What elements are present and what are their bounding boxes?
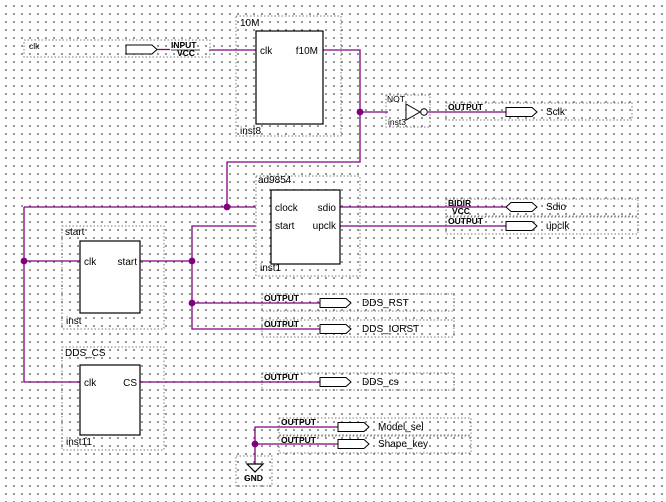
port-upclk-type: OUTPUT [448, 216, 484, 226]
wire-start-to-rst[interactable] [191, 261, 262, 304]
block-10m-pin-clk: clk [260, 46, 273, 57]
block-dds-cs-inst: inst11 [66, 437, 92, 448]
block-dds-cs-body[interactable] [79, 364, 141, 436]
block-dds-cs-outline [61, 346, 165, 451]
port-sdio-vcc: VCC [452, 206, 470, 216]
output-pin-icon [337, 439, 370, 449]
port-dds-iorst-type: OUTPUT [264, 319, 300, 329]
gnd-outline [235, 455, 273, 487]
port-upclk[interactable]: OUTPUT upclk [445, 216, 639, 235]
not-gate-triangle-icon [405, 103, 422, 121]
block-10m-pin-f10m: f10M [296, 46, 318, 57]
port-model-sel-name: Model_sel [378, 422, 424, 433]
junction-dot [251, 440, 259, 448]
port-shape-key-type: OUTPUT [281, 435, 317, 445]
not-gate-type: NOT [387, 94, 405, 104]
port-clk-type: INPUT [171, 40, 197, 50]
block-10m-title: 10M [240, 18, 259, 29]
port-model-sel-type: OUTPUT [281, 417, 317, 427]
port-shape-key[interactable]: OUTPUT Shape_key [278, 435, 472, 454]
not-gate-outline [385, 94, 431, 128]
port-sdio-outline [445, 198, 639, 217]
output-pin-icon [319, 298, 352, 308]
block-ad9854-outline [255, 175, 361, 277]
block-start[interactable]: start clk start inst [61, 225, 165, 330]
port-dds-cs-name: DDS_cs [362, 377, 399, 388]
port-shape-key-outline [278, 435, 472, 454]
block-10m[interactable]: 10M clk f10M inst8 [235, 15, 342, 137]
block-start-outline [61, 225, 165, 330]
junction-dot [223, 203, 231, 211]
port-sclk-type: OUTPUT [448, 102, 484, 112]
port-model-sel[interactable]: OUTPUT Model_sel [278, 417, 472, 436]
wire-clock-distribution[interactable] [226, 112, 361, 207]
block-10m-outline [235, 15, 342, 137]
port-dds-rst-name: DDS_RST [362, 298, 409, 309]
port-sclk-name: Sclk [546, 107, 566, 118]
port-dds-rst-type: OUTPUT [264, 293, 300, 303]
port-dds-iorst[interactable]: OUTPUT DDS_IORST [261, 319, 455, 338]
block-ad9854-pin-clock: clock [275, 203, 299, 214]
block-ad9854[interactable]: ad9854 clock start sdio upclk inst1 [255, 175, 361, 277]
not-gate-inst: inst3 [388, 117, 406, 127]
port-dds-rst[interactable]: OUTPUT DDS_RST [261, 293, 455, 312]
block-10m-body[interactable] [255, 30, 324, 125]
block-ad9854-pin-sdio: sdio [318, 203, 337, 214]
wire-start-to-ad[interactable] [191, 225, 256, 261]
port-sdio[interactable]: BIDIR VCC Sdio [445, 198, 639, 217]
wire-start-to-iorst[interactable] [191, 303, 262, 330]
not-gate[interactable]: NOT inst3 [385, 94, 431, 128]
junction-dot [356, 108, 364, 116]
junctions [20, 108, 364, 448]
port-sclk[interactable]: OUTPUT Sclk [445, 102, 633, 121]
wire-gnd-bus[interactable] [254, 426, 280, 464]
block-10m-inst: inst8 [240, 126, 262, 137]
wire-left-clock-bus[interactable] [23, 207, 80, 383]
block-start-title: start [65, 227, 85, 238]
port-sdio-type: BIDIR [448, 198, 471, 208]
gnd-label: GND [244, 473, 263, 483]
ground-icon [245, 463, 265, 473]
port-dds-cs-type: OUTPUT [264, 372, 300, 382]
block-ad9854-pin-start: start [275, 221, 295, 232]
port-clk[interactable]: clk INPUT VCC [23, 39, 211, 58]
block-ad9854-inst: inst1 [260, 263, 282, 274]
block-start-body[interactable] [79, 240, 141, 314]
block-ad9854-title: ad9854 [258, 175, 292, 186]
port-shape-key-name: Shape_key [378, 439, 428, 450]
port-dds-iorst-name: DDS_IORST [362, 324, 419, 335]
block-dds-cs-pin-cs: CS [123, 378, 137, 389]
block-start-inst: inst [66, 316, 82, 327]
gnd-symbol[interactable]: GND [235, 455, 273, 487]
output-pin-icon [319, 324, 352, 334]
wire-f10m-out[interactable] [323, 49, 361, 112]
port-sdio-name: Sdio [546, 202, 566, 213]
output-pin-icon [505, 107, 538, 117]
block-ad9854-pin-upclk: upclk [313, 221, 337, 232]
junction-dot [20, 257, 28, 265]
port-upclk-name: upclk [546, 221, 570, 232]
block-dds-cs-pin-clk: clk [84, 378, 97, 389]
port-dds-cs[interactable]: OUTPUT DDS_cs [261, 372, 455, 391]
port-clk-name: clk [29, 41, 40, 51]
port-model-sel-outline [278, 417, 472, 436]
junction-dot [188, 299, 196, 307]
port-clk-vcc: VCC [177, 48, 195, 58]
bidir-pin-icon [505, 202, 538, 212]
block-start-pin-clk: clk [84, 257, 97, 268]
block-dds-cs-title: DDS_CS [65, 348, 106, 359]
junction-dot [188, 257, 196, 265]
input-pin-icon [125, 44, 158, 55]
block-dds-cs[interactable]: DDS_CS clk CS inst11 [61, 346, 165, 451]
output-pin-icon [319, 377, 352, 387]
port-upclk-outline [445, 216, 639, 235]
wires [23, 49, 447, 464]
block-ad9854-body[interactable] [270, 189, 341, 265]
output-pin-icon [337, 422, 370, 432]
output-pin-icon [505, 221, 538, 231]
block-start-pin-start: start [118, 257, 138, 268]
not-gate-bubble-icon [420, 108, 428, 116]
